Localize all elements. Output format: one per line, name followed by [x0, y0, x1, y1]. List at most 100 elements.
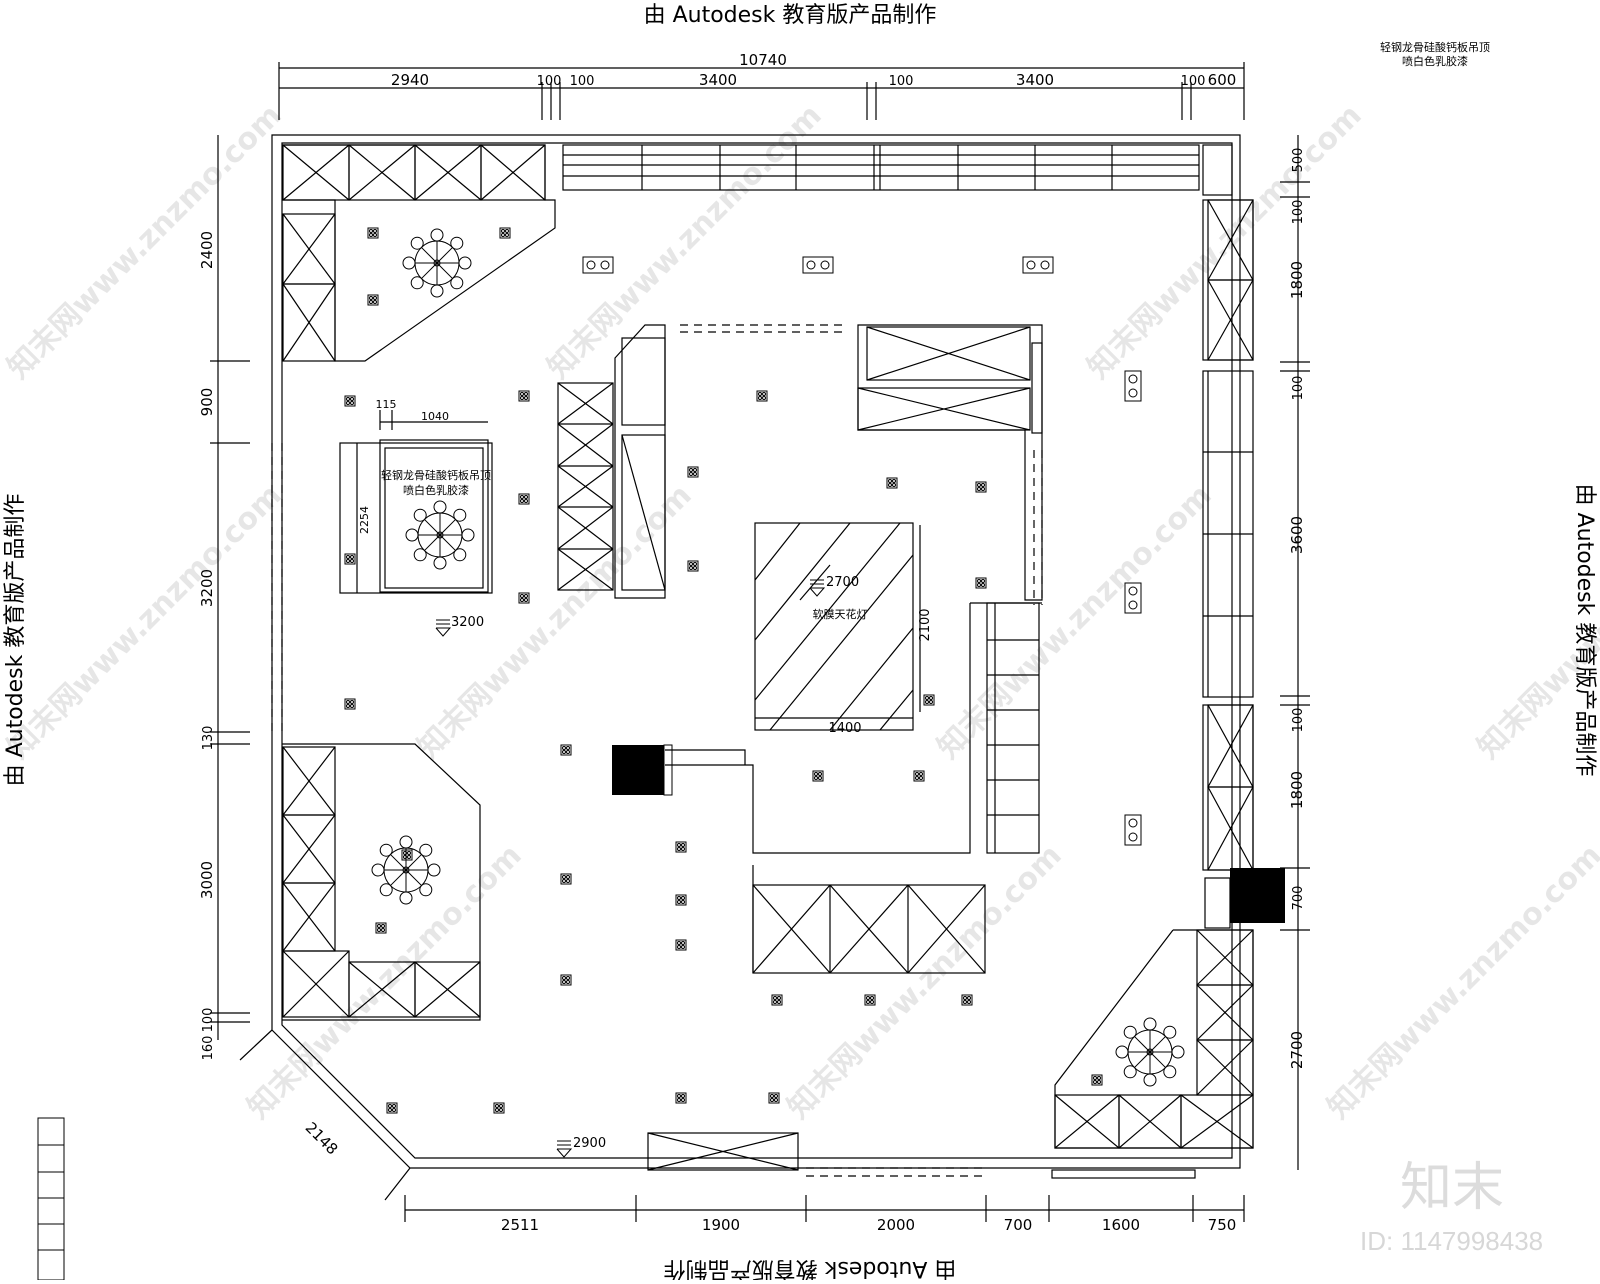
downlight-icon: [344, 553, 356, 565]
dim-top-seg: 100: [1181, 74, 1206, 89]
dim-left-seg: 160: [201, 1036, 216, 1061]
downlight-icon: [499, 227, 511, 239]
island-width: 1400: [828, 721, 861, 736]
downlight-icon: [923, 694, 935, 706]
downlight-icon: [518, 493, 530, 505]
dim-right-seg: 1800: [1288, 771, 1306, 809]
downlight-icon: [375, 922, 387, 934]
dim-top-seg: 2940: [391, 71, 429, 89]
downlight-icon: [913, 770, 925, 782]
elevation-mark: 3200: [451, 615, 484, 630]
downlight-icon: [675, 841, 687, 853]
column-left-edge: [663, 744, 673, 796]
dim-bottom-seg: 2511: [501, 1216, 539, 1234]
downlight-layer: [344, 227, 1142, 1114]
room-a-height: 2254: [358, 506, 371, 534]
watermark: 知末网www.znzmo.com: [781, 838, 1069, 1126]
dim-right-seg: 1800: [1288, 261, 1306, 299]
legend-table: [37, 1117, 65, 1281]
downlight-icon: [864, 994, 876, 1006]
downlight-icon: [1091, 1074, 1103, 1086]
elevation-mark: 2700: [826, 575, 859, 590]
downlight-icon: [687, 560, 699, 572]
chandelier-icon: [1115, 1017, 1185, 1087]
downlight-icon: [675, 1092, 687, 1104]
znzmo-logo: 知末: [1400, 1158, 1504, 1218]
dim-top-seg: 3400: [699, 71, 737, 89]
dim-left-seg: 2400: [198, 231, 216, 269]
inner-wall: [281, 142, 1233, 1159]
watermark: 知末网www.znzmo.com: [931, 478, 1219, 766]
image-id: ID: 1147998438: [1360, 1226, 1543, 1256]
dim-left-seg: 100: [201, 1008, 216, 1033]
dim-bottom-seg: 1900: [702, 1216, 740, 1234]
dim-bottom-seg: 700: [1004, 1216, 1033, 1234]
downlight-icon: [560, 974, 572, 986]
dim-right-seg: 100: [1291, 708, 1306, 733]
downlight-icon: [386, 1102, 398, 1114]
dim-top-seg: 100: [537, 74, 562, 89]
dim-left-seg: 3000: [198, 861, 216, 899]
downlight-icon: [756, 390, 768, 402]
room-a-offset: 115: [376, 398, 397, 411]
dim-top-seg: 600: [1208, 71, 1237, 89]
downlight-icon: [344, 698, 356, 710]
dim-bottom-seg: 2000: [877, 1216, 915, 1234]
ceiling-note-line1: 轻钢龙骨硅酸钙板吊顶: [381, 468, 491, 482]
downlight-icon: [401, 849, 413, 861]
island-height: 2100: [918, 608, 933, 641]
watermark-layer: 知末网www.znzmo.com 知末网www.znzmo.com 知末网www…: [1, 98, 1600, 1126]
dim-left-seg: 130: [201, 726, 216, 751]
island-label: 软膜天花灯: [813, 607, 868, 621]
grille-light-icon: [1022, 256, 1054, 274]
dim-bottom-seg: 750: [1208, 1216, 1237, 1234]
watermark: 知末网www.znzmo.com: [1321, 838, 1600, 1126]
downlight-icon: [961, 994, 973, 1006]
downlight-icon: [886, 477, 898, 489]
plan-lines: [210, 62, 1310, 1222]
dim-right-seg: 500: [1291, 148, 1306, 173]
dim-top-seg: 100: [889, 74, 914, 89]
downlight-icon: [675, 939, 687, 951]
downlight-icon: [771, 994, 783, 1006]
downlight-icon: [560, 744, 572, 756]
banner-top: 由 Autodesk 教育版产品制作: [644, 3, 937, 28]
downlight-icon: [687, 466, 699, 478]
dim-right-seg: 700: [1291, 886, 1306, 911]
grille-light-icon: [802, 256, 834, 274]
watermark: 知末网www.znzmo.com: [1, 98, 289, 386]
dim-top-total: 10740: [739, 51, 787, 69]
column-right: [1230, 868, 1285, 923]
downlight-icon: [518, 390, 530, 402]
dim-right-seg: 2700: [1288, 1031, 1306, 1069]
banner-bottom: 由 Autodesk 教育版产品制作: [664, 1256, 957, 1280]
chandelier-icon: [402, 228, 472, 298]
downlight-icon: [367, 227, 379, 239]
chandelier-layer: [371, 228, 1185, 1087]
watermark: 知末网www.znzmo.com: [1081, 98, 1369, 386]
downlight-icon: [975, 577, 987, 589]
elevation-symbols: [435, 579, 826, 1158]
downlight-icon: [675, 894, 687, 906]
downlight-icon: [975, 481, 987, 493]
grille-light-icon: [1124, 582, 1142, 614]
downlight-icon: [367, 294, 379, 306]
banner-left: 由 Autodesk 教育版产品制作: [3, 494, 28, 787]
grille-light-icon: [582, 256, 614, 274]
top-right-note-line1: 轻钢龙骨硅酸钙板吊顶: [1380, 40, 1490, 54]
dim-left-seg: 3200: [198, 569, 216, 607]
dim-right-seg: 100: [1291, 200, 1306, 225]
downlight-icon: [493, 1102, 505, 1114]
chandelier-icon: [405, 500, 475, 570]
top-right-note-line2: 喷白色乳胶漆: [1402, 54, 1468, 68]
downlight-icon: [560, 873, 572, 885]
elevation-mark: 2900: [573, 1136, 606, 1151]
dim-right-seg: 100: [1291, 376, 1306, 401]
dim-top-seg: 100: [570, 74, 595, 89]
banner-right: 由 Autodesk 教育版产品制作: [1572, 484, 1597, 777]
downlight-icon: [518, 592, 530, 604]
grille-light-icon: [1124, 370, 1142, 402]
dim-bottom-seg: 1600: [1102, 1216, 1140, 1234]
diagonal-dim-ticks: [239, 1029, 411, 1201]
